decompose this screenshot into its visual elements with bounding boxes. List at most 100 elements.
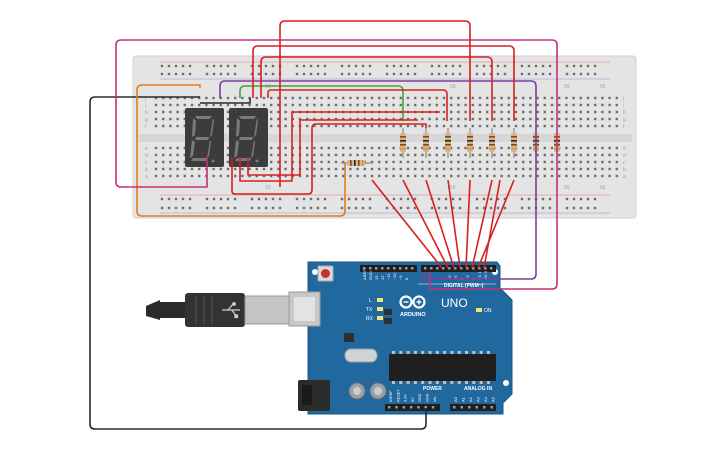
breadboard-hole: [176, 167, 179, 171]
breadboard-hole: [320, 96, 323, 100]
resistor[interactable]: [423, 128, 429, 158]
pin-label: A4: [483, 396, 488, 402]
breadboard-hole: [327, 96, 330, 100]
breadboard-hole: [442, 160, 446, 164]
breadboard-hole: [536, 124, 539, 128]
resistor[interactable]: [489, 128, 495, 158]
breadboard-hole: [392, 117, 395, 121]
breadboard-hole: [406, 160, 410, 164]
breadboard-hole: [399, 167, 402, 171]
wire-red: [260, 56, 493, 121]
seven-segment-display-left[interactable]: [185, 108, 224, 167]
breadboard-hole: [406, 64, 410, 68]
resistor-horizontal[interactable]: [341, 160, 372, 166]
breadboard-hole: [271, 197, 275, 201]
breadboard-hole: [255, 174, 258, 178]
breadboard-hole: [205, 206, 209, 210]
breadboard-hole: [264, 72, 268, 76]
breadboard-hole: [442, 124, 446, 128]
breadboard-hole: [176, 174, 179, 178]
led-label: RX: [366, 316, 374, 322]
breadboard-hole: [558, 167, 561, 171]
reset-button-cap[interactable]: [321, 269, 330, 278]
breadboard-hole: [370, 96, 374, 100]
breadboard-hole: [226, 153, 230, 157]
breadboard-hole: [615, 174, 618, 178]
breadboard-hole: [284, 146, 287, 150]
breadboard-hole: [342, 167, 345, 171]
row-label: b: [623, 167, 626, 173]
breadboard-hole: [507, 167, 510, 171]
capacitor-top: [353, 387, 361, 395]
breadboard-hole: [169, 117, 172, 121]
resistor[interactable]: [511, 128, 517, 158]
led-on: [476, 308, 482, 312]
breadboard-hole: [316, 197, 320, 201]
breadboard-hole: [154, 103, 158, 107]
breadboard-hole: [302, 197, 306, 201]
breadboard-hole: [493, 110, 496, 114]
breadboard-hole: [219, 103, 222, 107]
breadboard-hole: [543, 96, 546, 100]
breadboard-hole: [536, 153, 539, 157]
breadboard-hole: [327, 124, 330, 128]
arduino-uno[interactable]: L TX RX ON UNO ARDUINO DIGITAL (PWM~) AR…: [288, 261, 513, 415]
breadboard-hole: [507, 153, 510, 157]
breadboard-hole: [190, 174, 194, 178]
breadboard-hole: [471, 117, 474, 121]
breadboard-hole: [385, 206, 389, 210]
breadboard-hole: [264, 206, 268, 210]
breadboard-hole: [174, 206, 178, 210]
breadboard-hole: [320, 146, 323, 150]
breadboard-hole: [450, 146, 453, 150]
breadboard-hole: [601, 146, 604, 150]
breadboard-hole: [167, 64, 171, 68]
breadboard-hole: [162, 160, 165, 164]
breadboard-hole: [579, 124, 582, 128]
breadboard-hole: [226, 160, 230, 164]
breadboard-hole: [471, 103, 474, 107]
col-label: 55: [564, 185, 570, 191]
usb-cable[interactable]: [146, 293, 290, 327]
led-l: [377, 298, 383, 302]
led-label: TX: [366, 307, 373, 313]
breadboard-hole: [198, 103, 201, 107]
breadboard-hole: [579, 153, 582, 157]
resistor[interactable]: [400, 128, 406, 158]
breadboard-hole: [349, 167, 352, 171]
breadboard-hole: [255, 96, 258, 100]
breadboard-hole: [241, 174, 244, 178]
breadboard-hole: [536, 160, 539, 164]
breadboard-hole: [385, 64, 389, 68]
breadboard-hole: [493, 160, 496, 164]
breadboard-hole: [489, 197, 493, 201]
breadboard-hole: [291, 103, 294, 107]
wire-red: [425, 179, 455, 269]
breadboard-hole: [354, 72, 358, 76]
breadboard-hole: [536, 167, 539, 171]
breadboard-hole: [406, 72, 410, 76]
breadboard-hole: [233, 64, 237, 68]
breadboard-hole: [601, 124, 604, 128]
breadboard-hole: [248, 103, 251, 107]
breadboard-hole: [378, 96, 381, 100]
breadboard-hole: [457, 153, 460, 157]
breadboard-hole: [154, 174, 158, 178]
breadboard-hole: [327, 146, 330, 150]
breadboard-hole: [594, 160, 597, 164]
seven-segment-display-right[interactable]: [229, 108, 268, 167]
breadboard-hole: [444, 64, 448, 68]
breadboard-hole: [406, 197, 410, 201]
wire-red: [371, 179, 443, 269]
usb-cable-end: [146, 300, 160, 320]
resistor[interactable]: [467, 128, 473, 158]
breadboard-hole: [514, 167, 518, 171]
breadboard-hole: [354, 64, 358, 68]
breadboard-hole: [361, 197, 365, 201]
resistor[interactable]: [445, 128, 451, 158]
breadboard-hole: [514, 174, 518, 178]
breadboard-hole: [482, 64, 486, 68]
breadboard-hole: [226, 64, 230, 68]
breadboard-hole: [334, 117, 338, 121]
